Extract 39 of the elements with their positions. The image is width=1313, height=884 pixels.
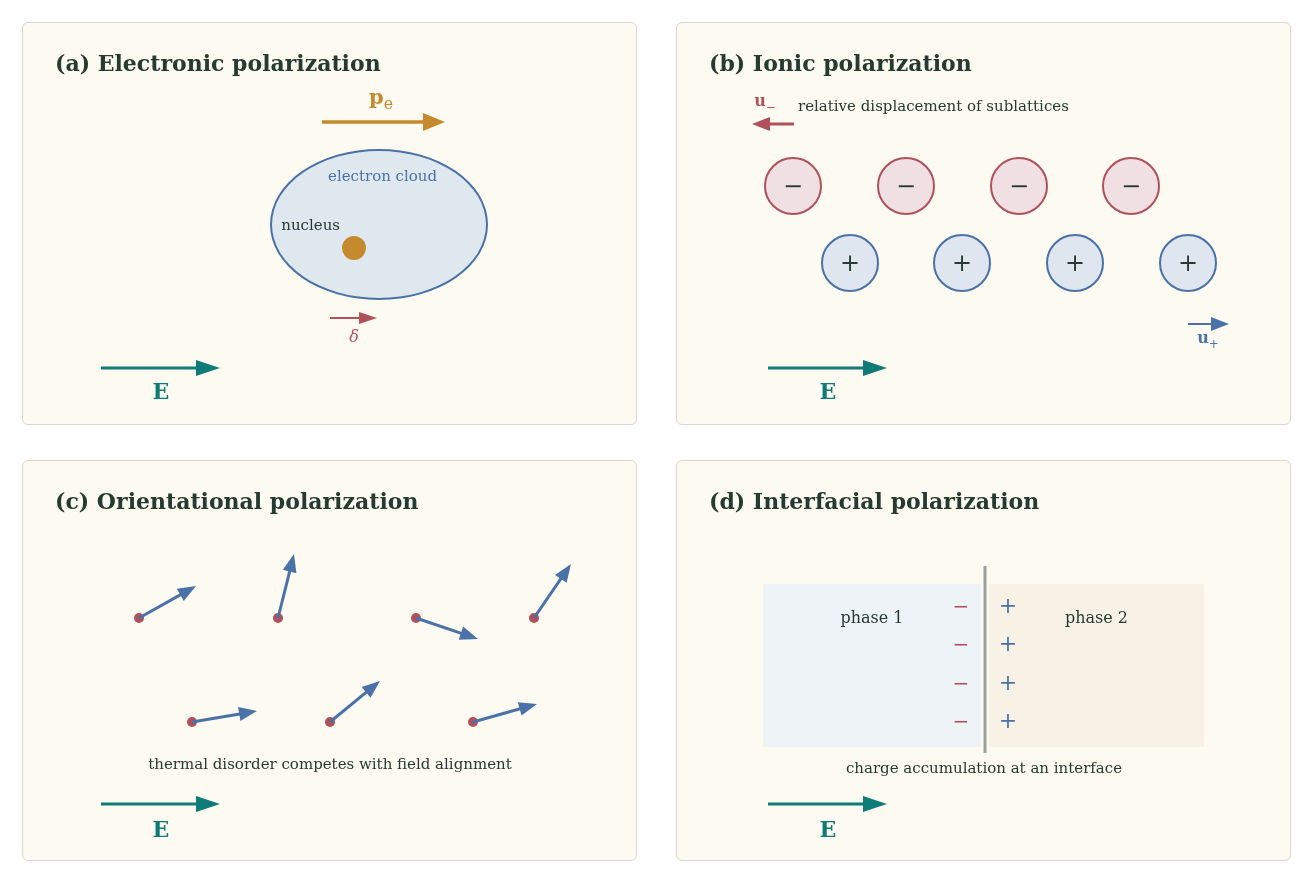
label-text: E bbox=[152, 816, 170, 842]
panel-title: (c) Orientational polarization bbox=[55, 488, 419, 514]
ion-circle: − bbox=[1102, 157, 1160, 215]
label-text: u$_{−}$ bbox=[754, 92, 776, 114]
label-text: + bbox=[998, 670, 1018, 696]
label-text: − bbox=[952, 710, 970, 732]
ion-circle: − bbox=[990, 157, 1048, 215]
label-text: − bbox=[952, 595, 970, 617]
cloud-label: electron cloud bbox=[328, 167, 438, 185]
label-text: thermal disorder competes with field alignment bbox=[148, 755, 512, 773]
phase-label: phase 2 bbox=[1065, 607, 1128, 627]
label-text: − bbox=[952, 672, 970, 694]
label-text: u$_{+}$ bbox=[1197, 329, 1219, 351]
label-text: E bbox=[819, 816, 837, 842]
panel-card bbox=[22, 22, 637, 425]
panel-title: (b) Ionic polarization bbox=[709, 50, 972, 76]
ion-circle: + bbox=[933, 234, 991, 292]
label-text: charge accumulation at an interface bbox=[845, 759, 1123, 777]
label-text: + bbox=[998, 631, 1018, 657]
ion-circle: − bbox=[877, 157, 935, 215]
phase-label: phase 1 bbox=[840, 607, 904, 627]
ion-circle: + bbox=[1046, 234, 1104, 292]
ion-circle: + bbox=[1159, 234, 1217, 292]
label-text: relative displacement of sublattices bbox=[798, 97, 1069, 115]
nucleus-label: nucleus bbox=[281, 216, 340, 234]
label-text: + bbox=[998, 708, 1018, 734]
label-text: − bbox=[952, 633, 970, 655]
panel-card bbox=[22, 460, 637, 861]
label-text: δ bbox=[349, 328, 359, 346]
label-text: E bbox=[819, 378, 837, 404]
panel-card bbox=[676, 22, 1291, 425]
panel-card bbox=[676, 460, 1291, 861]
label-text: + bbox=[998, 593, 1018, 619]
panel-title: (a) Electronic polarization bbox=[55, 50, 381, 76]
panel-title: (d) Interfacial polarization bbox=[709, 488, 1040, 514]
label-text: E bbox=[152, 378, 170, 404]
label-text: p$_{e}$ bbox=[369, 85, 393, 113]
ion-circle: − bbox=[764, 157, 822, 215]
ion-circle: + bbox=[821, 234, 879, 292]
